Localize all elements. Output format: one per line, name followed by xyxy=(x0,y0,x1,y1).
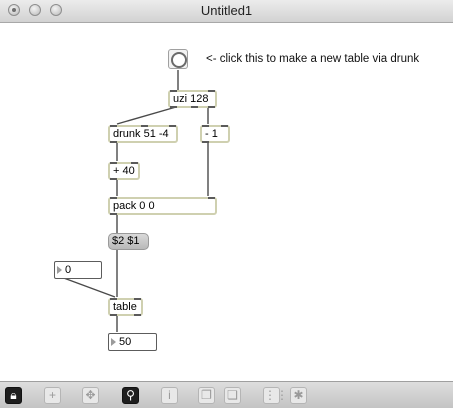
drunk-label: drunk 51 -4 xyxy=(113,128,169,140)
table-label: table xyxy=(113,301,137,313)
patcher-toolbar: 🔒︎ + ✥ ⚲ i ❐ ❏ ⋮⋮ ✱ xyxy=(0,381,453,408)
number-box-input[interactable]: 0 xyxy=(54,261,102,279)
window-title: Untitled1 xyxy=(200,3,253,18)
uzi-label: uzi 128 xyxy=(173,93,209,105)
table-object[interactable]: table xyxy=(108,298,143,316)
triangle-icon xyxy=(111,338,116,346)
number-box-output[interactable]: 50 xyxy=(108,333,157,351)
info-icon[interactable]: i xyxy=(161,387,178,404)
message-box[interactable]: $2 $1 xyxy=(108,233,149,250)
layer-front-icon[interactable]: ❏ xyxy=(224,387,241,404)
title-bar: Untitled1 xyxy=(0,0,453,23)
minimize-button[interactable] xyxy=(29,4,41,16)
cord-number-table xyxy=(60,276,116,298)
number-input-value: 0 xyxy=(65,264,72,276)
lock-icon[interactable]: 🔒︎ xyxy=(5,387,22,404)
drunk-object[interactable]: drunk 51 -4 xyxy=(108,125,178,143)
message-label: $2 $1 xyxy=(112,235,140,247)
zoom-button[interactable] xyxy=(50,4,62,16)
number-output-value: 50 xyxy=(119,336,132,348)
add-object-icon[interactable]: + xyxy=(44,387,61,404)
comment-text: <- click this to make a new table via dr… xyxy=(206,53,420,65)
plus-label: + 40 xyxy=(113,165,135,177)
layer-back-icon[interactable]: ❐ xyxy=(198,387,215,404)
plus-object[interactable]: + 40 xyxy=(108,162,140,180)
close-button[interactable] xyxy=(8,4,20,16)
grid-icon[interactable]: ⋮⋮ xyxy=(263,387,288,404)
presentation-icon[interactable]: ⚲ xyxy=(122,387,139,404)
uzi-object[interactable]: uzi 128 xyxy=(168,90,217,108)
bang-button[interactable] xyxy=(168,49,188,69)
triangle-icon xyxy=(57,266,62,274)
snap-icon[interactable]: ✱ xyxy=(290,387,307,404)
pack-object[interactable]: pack 0 0 xyxy=(108,197,217,215)
move-icon[interactable]: ✥ xyxy=(82,387,99,404)
pack-label: pack 0 0 xyxy=(113,200,155,212)
cord-uzi-drunk xyxy=(116,106,177,125)
patch-canvas[interactable]: <- click this to make a new table via dr… xyxy=(0,23,453,381)
patch-cords xyxy=(60,70,209,332)
minus-label: - 1 xyxy=(205,128,218,140)
minus-object[interactable]: - 1 xyxy=(200,125,230,143)
